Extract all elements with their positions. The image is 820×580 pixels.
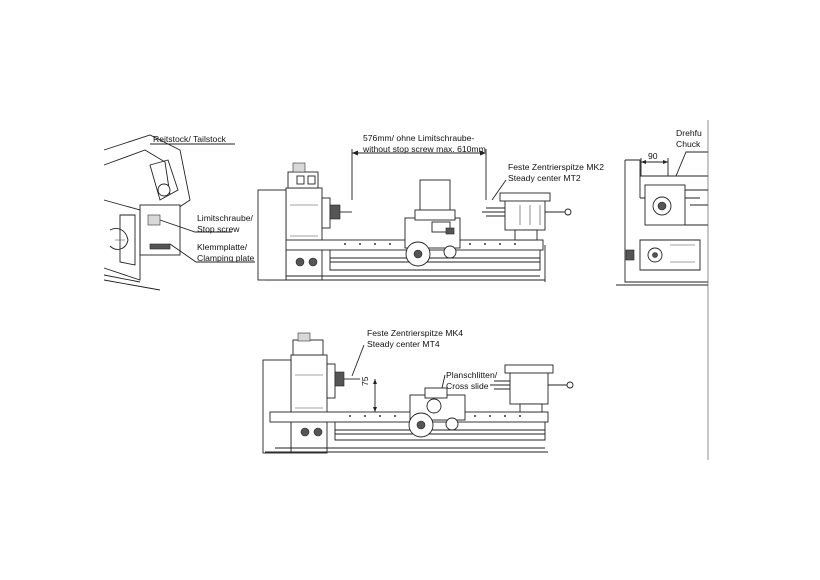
label-cross-slide-de: Planschlitten/	[446, 370, 498, 380]
label-stop-screw-en: Stop screw	[197, 224, 240, 234]
label-steady-mk2-en: Steady center MT2	[508, 173, 581, 183]
chuck-detail	[616, 151, 708, 286]
tailstock-body	[504, 199, 546, 231]
chuck-leader	[675, 151, 708, 177]
headstock	[285, 187, 323, 281]
label-clamping-plate-de: Klemmplatte/	[197, 242, 248, 252]
steady-mk2-leader	[491, 179, 507, 201]
label-chuck-de: Drehfu	[676, 128, 702, 138]
label-distance-de: 576mm/ ohne Limitschraube-	[363, 133, 475, 143]
lathe-bed	[264, 239, 544, 251]
label-tailstock: Reitstock/ Tailstock	[153, 134, 226, 144]
label-stop-screw-de: Limitschraube/	[197, 213, 253, 223]
label-dim-90: 90	[648, 151, 658, 161]
label-cross-slide-en: Cross slide	[446, 381, 489, 391]
lathe-bottom-view	[262, 332, 574, 454]
lathe-bed-lower	[269, 411, 549, 423]
lathe-top-view	[257, 149, 572, 282]
label-steady-mk4-de: Feste Zentrierspitze MK4	[367, 328, 463, 338]
clamping-plate-leader	[169, 243, 255, 263]
toolpost	[419, 179, 451, 213]
label-clamping-plate-en: Clamping plate	[197, 253, 255, 263]
headstock-lower	[290, 354, 328, 454]
stop-screw-leader	[159, 219, 232, 233]
label-steady-mk4-en: Steady center MT4	[367, 339, 440, 349]
label-chuck-en: Chuck	[676, 139, 701, 149]
tailstock-detail	[103, 134, 255, 291]
label-distance-en: without stop screw max. 610mm	[363, 144, 486, 154]
label-dim-75: 75	[360, 376, 370, 386]
cross-slide-leader	[441, 374, 446, 389]
steady-mk4-leader	[351, 344, 365, 377]
label-steady-mk2-de: Feste Zentrierspitze MK2	[508, 162, 604, 172]
